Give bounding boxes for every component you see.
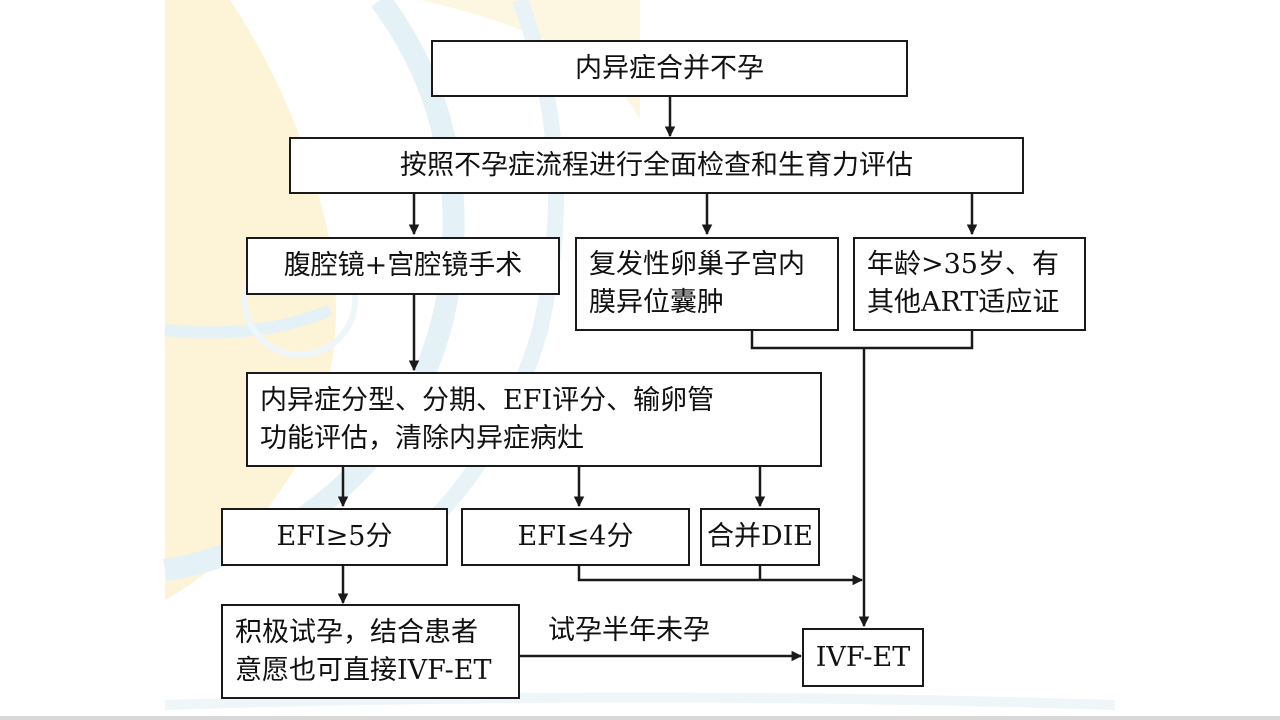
node-surgery-label: 腹腔镜+宫腔镜手术 xyxy=(283,250,523,281)
node-ivf-label: IVF-ET xyxy=(815,641,911,673)
node-efi-high-label: EFI≥5分 xyxy=(276,521,393,552)
node-evaluation: 按照不孕症流程进行全面检查和生育力评估 xyxy=(289,137,1024,194)
node-start: 内异症合并不孕 xyxy=(431,40,908,97)
node-age-line-1: 年龄>35岁、有 xyxy=(867,249,1059,280)
node-ivf-et: IVF-ET xyxy=(802,628,924,687)
node-recurrent-line-2: 膜异位囊肿 xyxy=(589,287,724,318)
node-start-label: 内异症合并不孕 xyxy=(575,52,764,84)
node-recurrent-cyst: 复发性卵巢子宫内 膜异位囊肿 xyxy=(575,237,839,331)
node-die: 合并DIE xyxy=(700,508,820,566)
node-age-indication: 年龄>35岁、有 其他ART适应证 xyxy=(853,237,1086,331)
node-try-conceive: 积极试孕，结合患者 意愿也可直接IVF-ET xyxy=(221,604,520,699)
node-efi-low-label: EFI≤4分 xyxy=(517,521,634,552)
node-age-line-2: 其他ART适应证 xyxy=(867,287,1060,318)
node-staging-line-1: 内异症分型、分期、EFI评分、输卵管 xyxy=(260,384,715,416)
node-surgery: 腹腔镜+宫腔镜手术 xyxy=(246,237,560,295)
node-die-label: 合并DIE xyxy=(706,521,814,552)
node-evaluation-label: 按照不孕症流程进行全面检查和生育力评估 xyxy=(400,149,913,181)
node-try-line-1: 积极试孕，结合患者 xyxy=(235,616,478,648)
node-efi-high: EFI≥5分 xyxy=(221,508,448,566)
node-staging: 内异症分型、分期、EFI评分、输卵管 功能评估，清除内异症病灶 xyxy=(246,372,822,467)
edge-label-half-year: 试孕半年未孕 xyxy=(548,615,710,646)
bottom-scrollbar-track xyxy=(0,716,1280,720)
node-try-line-2: 意愿也可直接IVF-ET xyxy=(235,654,492,686)
node-staging-line-2: 功能评估，清除内异症病灶 xyxy=(260,422,584,454)
node-recurrent-line-1: 复发性卵巢子宫内 xyxy=(589,249,805,280)
node-efi-low: EFI≤4分 xyxy=(461,508,690,566)
